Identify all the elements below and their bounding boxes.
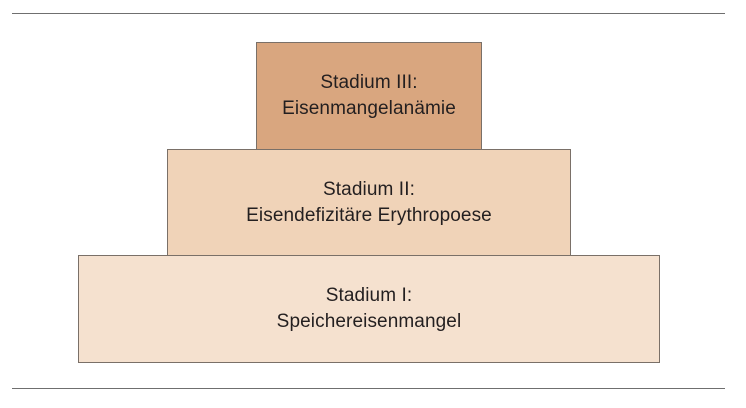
stage-2-name: Eisendefizitäre Erythropoese — [246, 204, 492, 226]
stage-3-name: Eisenmangelanämie — [282, 98, 456, 119]
pyramid-tier-stage-3: Stadium III: Eisenmangelanämie — [256, 42, 482, 150]
pyramid-tier-stage-1: Stadium I: Speichereisenmangel — [78, 255, 660, 363]
stage-1-title: Stadium I: — [325, 285, 413, 306]
stage-3-title: Stadium III: — [320, 72, 418, 93]
stage-2-title: Stadium II: — [323, 178, 415, 200]
stage-1-name: Speichereisenmangel — [276, 311, 462, 332]
pyramid-tier-stage-2: Stadium II: Eisendefizitäre Erythropoese — [167, 149, 571, 256]
top-rule — [12, 13, 725, 14]
bottom-rule — [12, 388, 725, 389]
